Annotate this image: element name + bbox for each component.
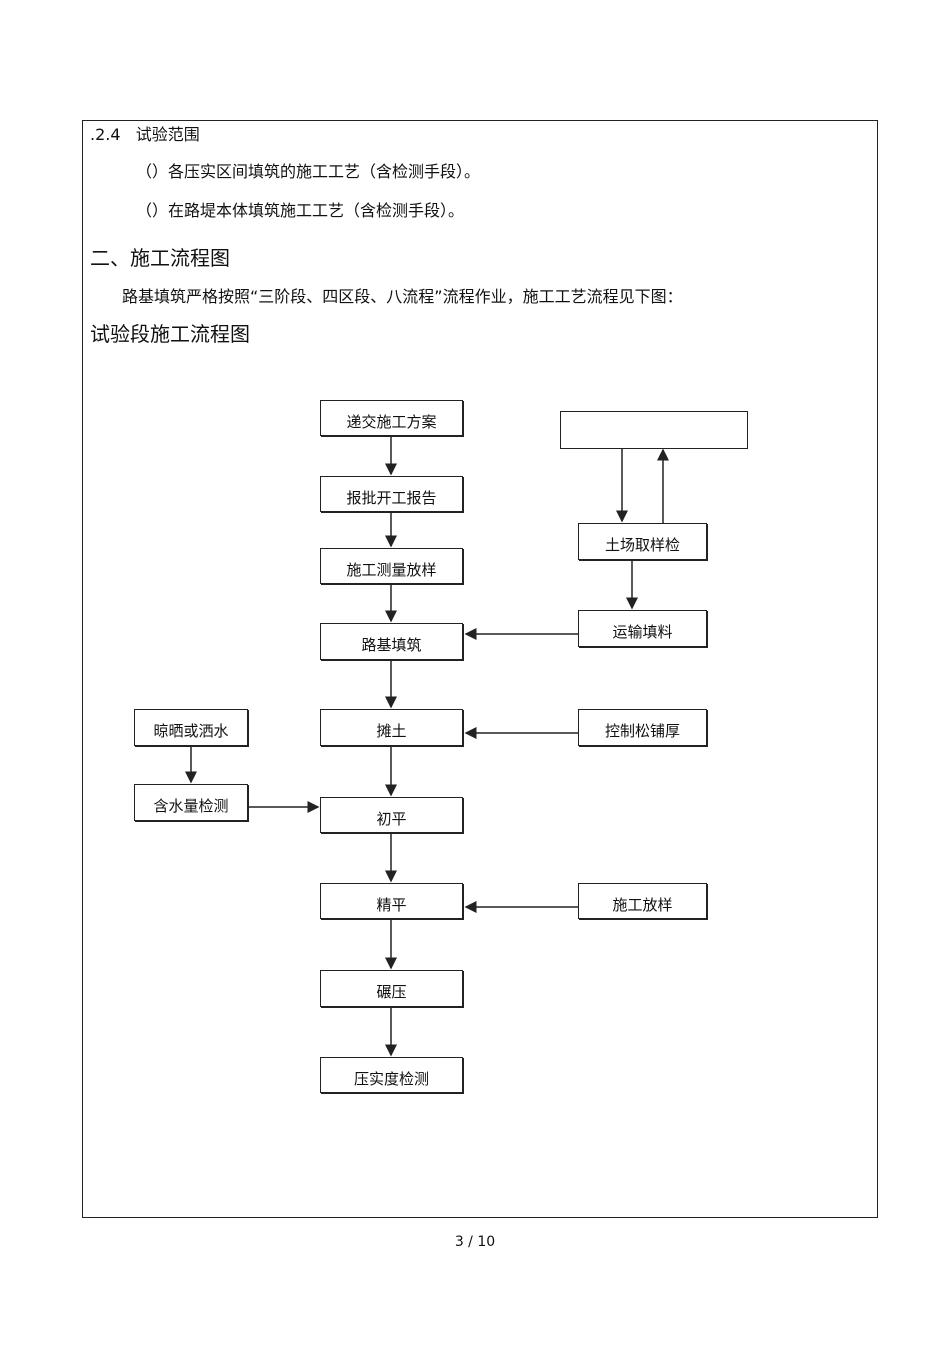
chapter-title: 二、施工流程图 — [90, 246, 230, 270]
step-spread-soil: 摊土 — [320, 709, 463, 746]
page-frame — [82, 120, 878, 1218]
page-number: 3 / 10 — [454, 1234, 496, 1250]
step-loose-thickness: 控制松铺厚 — [578, 709, 707, 746]
step-compaction: 碾压 — [320, 970, 463, 1007]
step-survey-layout: 施工测量放样 — [320, 548, 463, 584]
step-compaction-test: 压实度检测 — [320, 1057, 463, 1093]
step-approval-report: 报批开工报告 — [320, 476, 463, 512]
step-submit-plan: 递交施工方案 — [320, 400, 463, 436]
step-transport-fill: 运输填料 — [578, 610, 707, 647]
step-drying-watering: 晾晒或洒水 — [134, 709, 248, 746]
scope-item-1: （）各压实区间填筑的施工工艺（含检测手段）。 — [136, 162, 481, 181]
diagram-title: 试验段施工流程图 — [90, 322, 250, 346]
blank-box — [560, 411, 748, 449]
step-fine-level: 精平 — [320, 883, 463, 919]
step-soil-sampling: 土场取样检 — [578, 523, 707, 560]
step-rough-level: 初平 — [320, 797, 463, 833]
step-moisture-test: 含水量检测 — [134, 784, 248, 821]
section-title: 试验范围 — [135, 125, 200, 144]
step-subgrade-fill: 路基填筑 — [320, 623, 463, 660]
scope-item-2: （）在路堤本体填筑施工工艺（含检测手段）。 — [136, 201, 465, 220]
intro-paragraph: 路基填筑严格按照“三阶段、四区段、八流程”流程作业，施工工艺流程见下图： — [122, 287, 683, 306]
step-construction-layout: 施工放样 — [578, 883, 707, 919]
section-number: .2.4 — [90, 125, 121, 144]
section-heading: .2.4 试验范围 — [90, 121, 200, 145]
